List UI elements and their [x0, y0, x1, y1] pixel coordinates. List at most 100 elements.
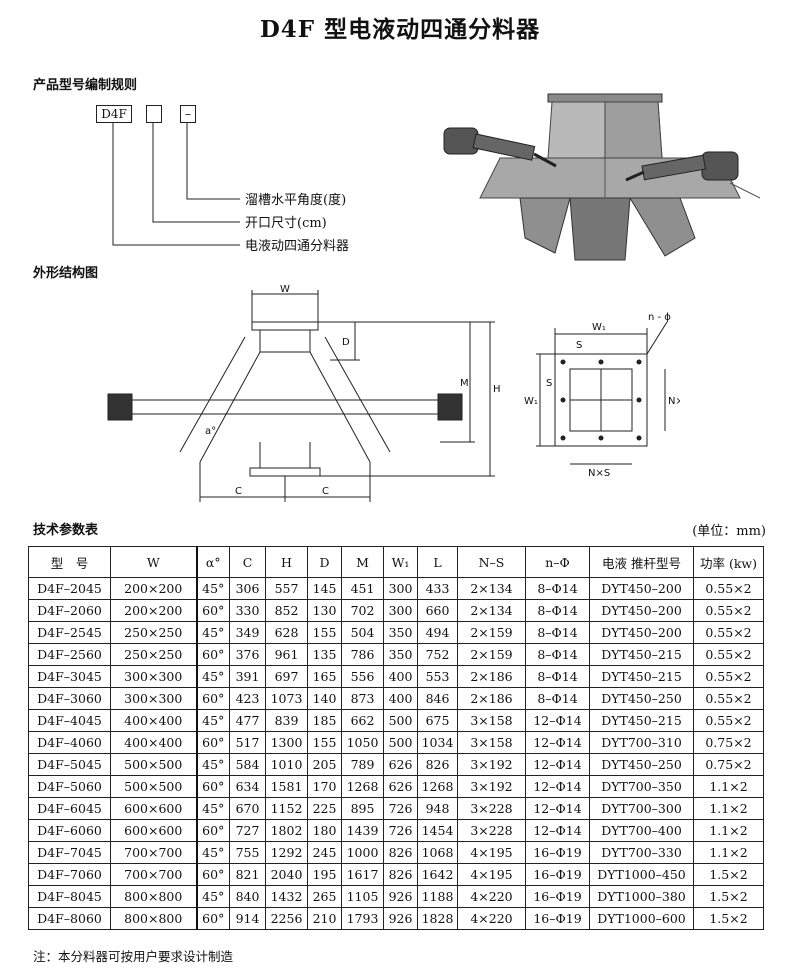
table-cell: D4F–7045	[28, 841, 111, 864]
table-cell: 852	[265, 599, 308, 622]
dim-label-nxs-side: N×S	[668, 396, 680, 407]
table-cell: 2×186	[457, 687, 526, 710]
table-cell: 2256	[265, 907, 308, 930]
table-cell: 12–Φ14	[525, 731, 590, 754]
table-cell: 130	[307, 599, 342, 622]
table-cell: 4×220	[457, 885, 526, 908]
table-cell: 1642	[417, 863, 458, 886]
table-cell: 12–Φ14	[525, 819, 590, 842]
table-cell: 60°	[195, 775, 230, 798]
table-cell: DYT1000–380	[589, 885, 694, 908]
table-cell: 225	[307, 797, 342, 820]
table-cell: 1.1×2	[693, 775, 764, 798]
table-cell: 873	[341, 687, 384, 710]
table-cell: 3×192	[457, 753, 526, 776]
table-cell: 4×195	[457, 863, 526, 886]
table-cell: 755	[229, 841, 266, 864]
table-cell: 0.55×2	[693, 577, 764, 600]
dim-label-alpha: a°	[205, 426, 216, 437]
table-cell: 60°	[195, 599, 230, 622]
table-cell: 45°	[195, 797, 230, 820]
table-cell: 826	[417, 753, 458, 776]
table-cell: 3×228	[457, 797, 526, 820]
table-cell: 0.55×2	[693, 599, 764, 622]
table-cell: 4×220	[457, 907, 526, 930]
table-cell: 1617	[341, 863, 384, 886]
table-cell: 350	[383, 643, 418, 666]
table-cell: 1828	[417, 907, 458, 930]
dim-label-nxs-bottom: N×S	[588, 468, 610, 479]
structure-drawing: W D M H C C a° W₁ W₁ S S N×S N×S n - ϕ	[107, 284, 680, 502]
table-cell: 45°	[195, 577, 230, 600]
table-cell: 265	[307, 885, 342, 908]
table-cell: 1439	[341, 819, 384, 842]
header-cell: C	[229, 546, 266, 578]
params-table: 型 号 W α° C H D M W₁ L N–S n–Φ 电液 推杆型号 功率…	[28, 546, 764, 930]
table-cell: 752	[417, 643, 458, 666]
table-cell: 726	[383, 797, 418, 820]
table-cell: 477	[229, 709, 266, 732]
dim-label-m: M	[460, 378, 469, 389]
table-cell: 839	[265, 709, 308, 732]
header-cell: L	[417, 546, 458, 578]
table-cell: 12–Φ14	[525, 775, 590, 798]
dim-label-s-side: S	[546, 378, 552, 389]
table-cell: DYT700–330	[589, 841, 694, 864]
legend-product-name: 电液动四通分料器	[245, 239, 350, 254]
table-cell: 200×200	[110, 577, 197, 600]
table-cell: 180	[307, 819, 342, 842]
table-cell: 0.55×2	[693, 709, 764, 732]
table-cell: 726	[383, 819, 418, 842]
table-cell: 0.55×2	[693, 665, 764, 688]
table-cell: DYT700–310	[589, 731, 694, 754]
table-cell: 16–Φ19	[525, 907, 590, 930]
dim-label-c-right: C	[322, 486, 329, 497]
table-cell: 145	[307, 577, 342, 600]
table-cell: 170	[307, 775, 342, 798]
table-cell: 697	[265, 665, 308, 688]
table-cell: 1268	[417, 775, 458, 798]
table-cell: 200×200	[110, 599, 197, 622]
table-cell: 2×186	[457, 665, 526, 688]
table-cell: 826	[383, 863, 418, 886]
table-cell: 205	[307, 753, 342, 776]
table-cell: 155	[307, 731, 342, 754]
table-cell: 600×600	[110, 819, 197, 842]
table-cell: 504	[341, 621, 384, 644]
dim-label-d: D	[342, 337, 350, 348]
table-cell: 840	[229, 885, 266, 908]
table-cell: 700×700	[110, 863, 197, 886]
table-cell: 391	[229, 665, 266, 688]
table-cell: 626	[383, 775, 418, 798]
table-cell: 1793	[341, 907, 384, 930]
table-cell: 45°	[195, 621, 230, 644]
table-cell: DYT450–200	[589, 599, 694, 622]
table-cell: 12–Φ14	[525, 797, 590, 820]
table-cell: 1050	[341, 731, 384, 754]
table-cell: 517	[229, 731, 266, 754]
table-cell: 3×192	[457, 775, 526, 798]
table-cell: D4F–4045	[28, 709, 111, 732]
table-cell: 553	[417, 665, 458, 688]
unit-label: (单位：mm)	[692, 524, 766, 539]
table-cell: 2×134	[457, 599, 526, 622]
table-cell: DYT1000–450	[589, 863, 694, 886]
dim-label-h: H	[493, 384, 501, 395]
model-code-connector-lines	[112, 123, 240, 246]
dim-label-c-left: C	[235, 486, 242, 497]
table-cell: 800×800	[110, 885, 197, 908]
table-cell: 3×228	[457, 819, 526, 842]
model-rule-heading: 产品型号编制规则	[33, 78, 138, 93]
table-cell: 500×500	[110, 775, 197, 798]
table-cell: 1000	[341, 841, 384, 864]
table-cell: D4F–2045	[28, 577, 111, 600]
table-cell: 423	[229, 687, 266, 710]
table-cell: 700×700	[110, 841, 197, 864]
